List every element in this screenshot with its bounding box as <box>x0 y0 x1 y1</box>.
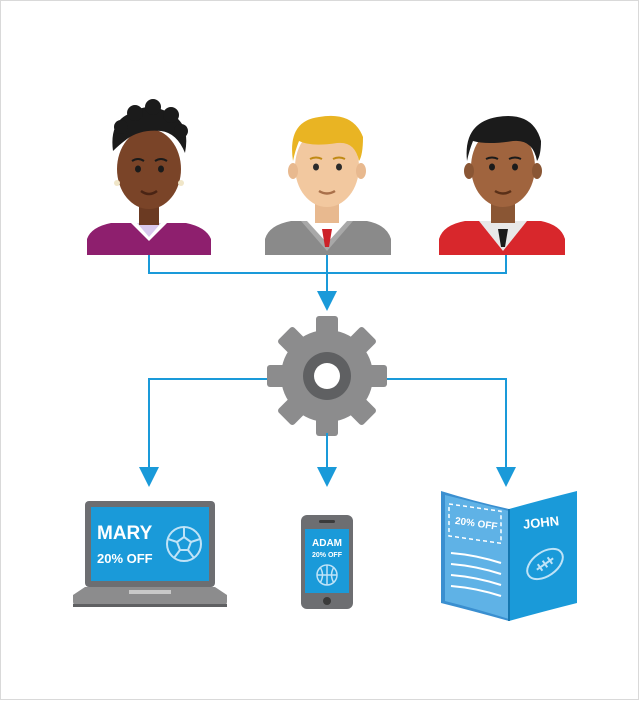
person-adam-avatar <box>265 115 391 255</box>
soccer-ball-icon <box>166 526 202 562</box>
laptop-offer-label: 20% OFF <box>97 551 153 566</box>
output-connectors <box>139 378 516 487</box>
magazine-name-label: JOHN <box>522 513 559 532</box>
person-mary-avatar <box>87 99 211 255</box>
person-john-avatar <box>439 116 565 255</box>
football-icon <box>526 547 564 581</box>
magazine-device: 20% OFF JOHN <box>441 491 577 621</box>
basketball-icon <box>316 564 338 586</box>
phone-name-label: ADAM <box>312 538 342 549</box>
magazine-text-lines <box>450 552 502 597</box>
laptop-device: MARY 20% OFF <box>73 501 227 607</box>
phone-device: ADAM 20% OFF <box>301 515 353 609</box>
phone-offer-label: 20% OFF <box>312 552 343 559</box>
input-connectors <box>148 255 507 311</box>
gear-icon <box>267 316 387 436</box>
laptop-name-label: MARY <box>97 523 153 544</box>
